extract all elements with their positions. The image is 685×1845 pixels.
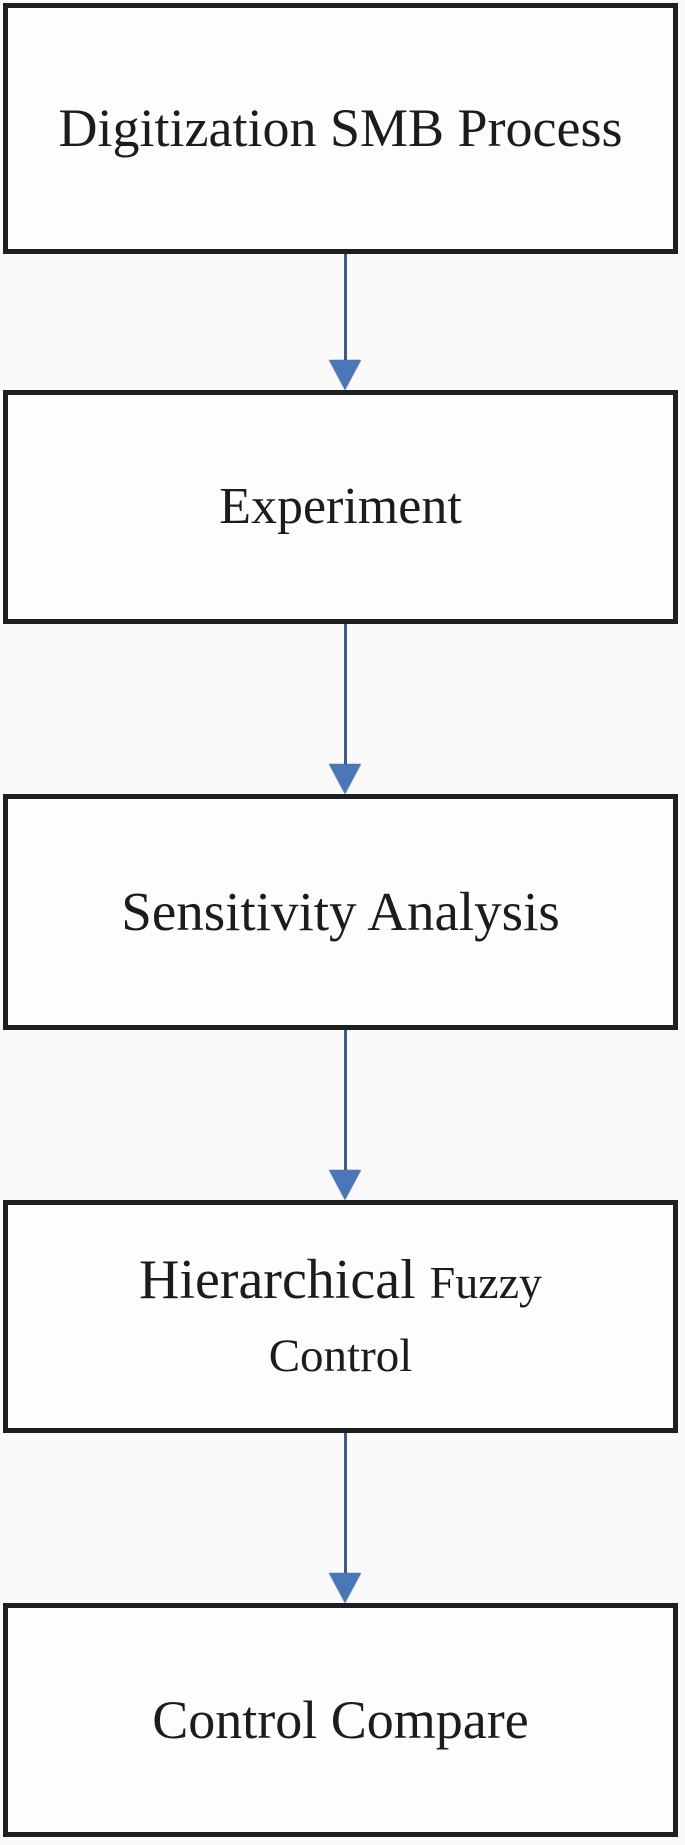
flow-node-label: Control Compare [152, 1689, 529, 1750]
arrow-down-icon [329, 1170, 361, 1200]
flow-node-label: Digitization SMB Process [58, 98, 623, 159]
flow-node-sensitivity-analysis: Sensitivity Analysis [3, 794, 678, 1030]
arrow-down-icon [329, 360, 361, 390]
connector-line [343, 254, 347, 360]
flow-node-experiment: Experiment [3, 390, 678, 624]
arrow-down-icon [329, 1573, 361, 1603]
label-part-control: Control [268, 1329, 413, 1382]
flow-connector-4 [328, 1433, 362, 1603]
label-part-hierarchical: Hierarchical [138, 1248, 416, 1311]
flow-connector-3 [328, 1030, 362, 1200]
flow-node-digitization-smb-process: Digitization SMB Process [3, 3, 678, 254]
flow-node-label: Sensitivity Analysis [121, 881, 560, 943]
flow-node-label: Experiment [219, 478, 462, 536]
flow-node-control-compare: Control Compare [3, 1603, 678, 1837]
flow-connector-2 [328, 624, 362, 794]
flow-node-hierarchical-fuzzy-control: Hierarchical Fuzzy Control [3, 1200, 678, 1433]
connector-line [343, 624, 347, 764]
connector-line [343, 1030, 347, 1170]
flow-node-label: Hierarchical Fuzzy Control [139, 1244, 542, 1390]
arrow-down-icon [329, 764, 361, 794]
flow-connector-1 [328, 254, 362, 390]
connector-line [343, 1433, 347, 1573]
label-part-fuzzy: Fuzzy [429, 1256, 543, 1308]
